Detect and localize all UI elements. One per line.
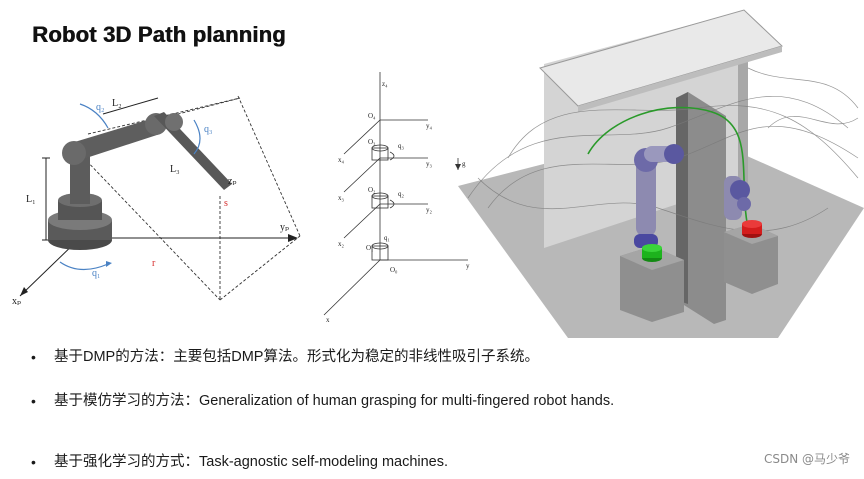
svg-text:y₂: y₂ bbox=[426, 206, 433, 214]
svg-text:O₁: O₁ bbox=[366, 244, 374, 252]
label-s: s bbox=[224, 198, 228, 209]
svg-text:O₂: O₂ bbox=[368, 186, 376, 194]
svg-text:x: x bbox=[326, 316, 330, 324]
label-L3: L₃ bbox=[170, 164, 180, 175]
svg-text:q₁: q₁ bbox=[384, 234, 390, 242]
label-zp: zₚ bbox=[228, 176, 236, 187]
bullet-reinforcement: 基于强化学习的方式：Task-agnostic self-modeling ma… bbox=[28, 453, 448, 471]
label-q1: q₁ bbox=[92, 268, 101, 279]
svg-text:q₂: q₂ bbox=[398, 190, 405, 198]
label-r: r bbox=[152, 258, 156, 269]
label-L2: L₂ bbox=[112, 98, 122, 109]
svg-text:O₄: O₄ bbox=[368, 112, 376, 120]
svg-text:x₄: x₄ bbox=[338, 156, 345, 164]
bullet-imitation: 基于模仿学习的方法：Generalization of human graspi… bbox=[28, 392, 694, 410]
svg-text:y₃: y₃ bbox=[426, 160, 433, 168]
label-q2: q₂ bbox=[96, 102, 105, 113]
svg-text:q₃: q₃ bbox=[398, 142, 405, 150]
label-L1: L₁ bbox=[26, 194, 36, 205]
svg-text:O₀: O₀ bbox=[390, 266, 398, 274]
watermark: CSDN @马少爷 bbox=[763, 452, 850, 466]
label-xp: xₚ bbox=[12, 296, 21, 307]
svg-text:x₃: x₃ bbox=[338, 194, 345, 202]
slide-title: Robot 3D Path planning bbox=[32, 22, 286, 47]
robot-scene-render bbox=[448, 8, 864, 338]
svg-text:O₃: O₃ bbox=[368, 138, 376, 146]
svg-text:x₂: x₂ bbox=[338, 240, 345, 248]
svg-text:y: y bbox=[466, 262, 470, 270]
svg-text:z₄: z₄ bbox=[382, 80, 388, 88]
coordinate-frames-diagram: z₄ O₄ y₄ x₄ O₃ q₃ y₃ x₃ O₂ q₂ y₂ x₂ O₁ q… bbox=[318, 70, 483, 325]
label-q3: q₃ bbox=[204, 124, 213, 135]
svg-text:g: g bbox=[462, 160, 466, 168]
svg-text:y₄: y₄ bbox=[426, 122, 433, 130]
label-yp: yₚ bbox=[280, 222, 289, 233]
robot-arm-diagram: q₂ q₃ q₁ L₂ L₃ L₁ xₚ yₚ zₚ s r bbox=[8, 58, 318, 320]
bullet-dmp: 基于DMP的方法：主要包括DMP算法。形式化为稳定的非线性吸引子系统。 bbox=[28, 348, 539, 366]
